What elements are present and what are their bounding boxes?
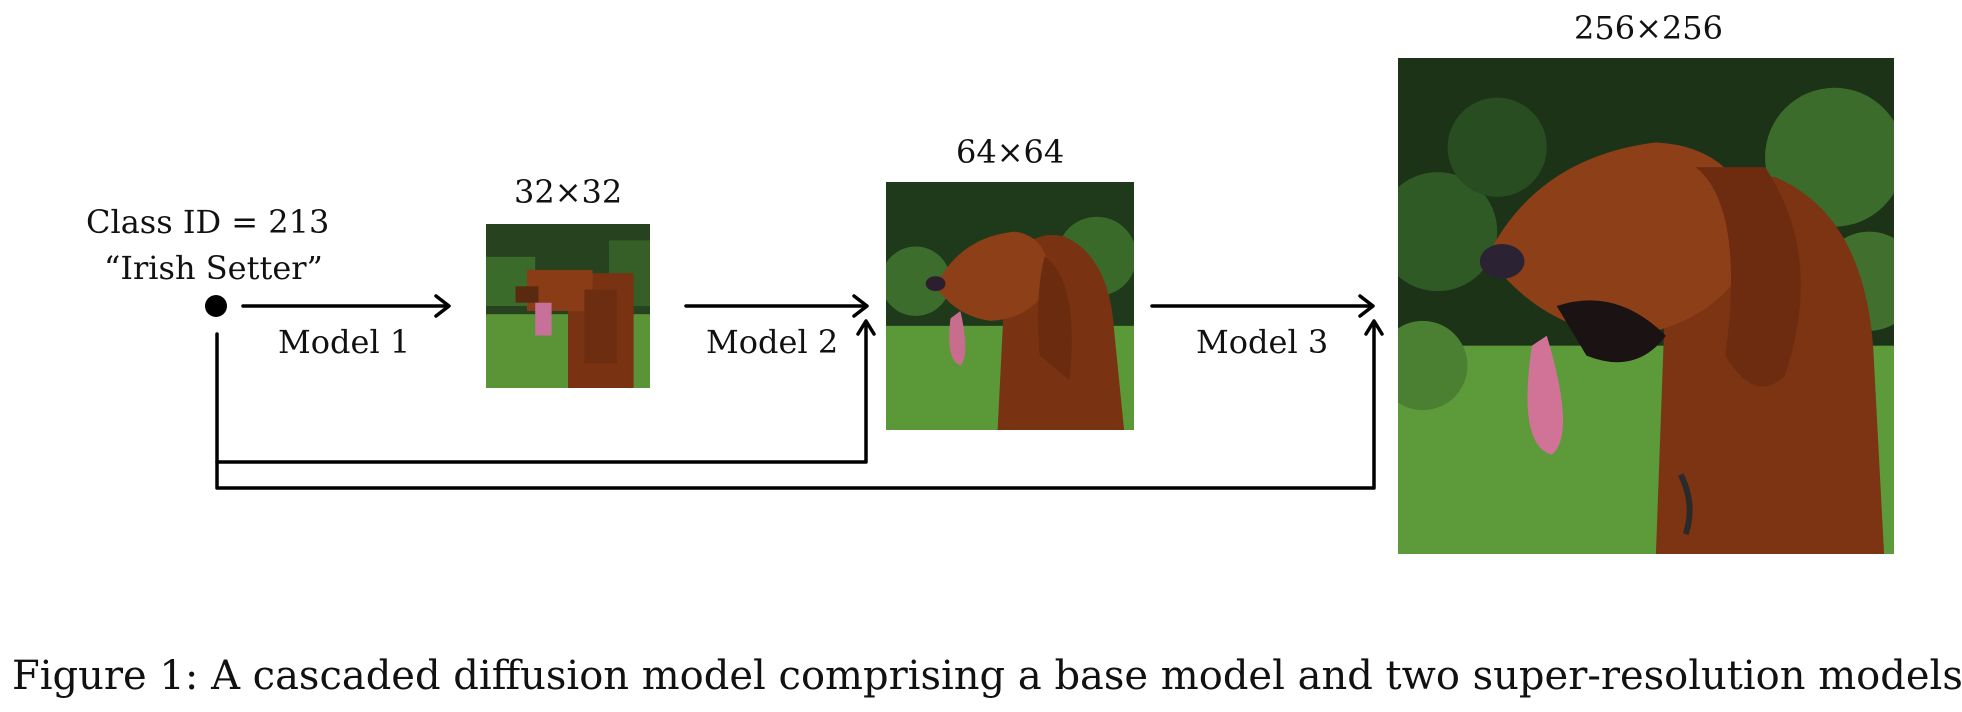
image-64x64 [886, 182, 1134, 430]
model-2-label: Model 2 [706, 323, 839, 361]
dog-image-midres [886, 182, 1134, 430]
input-node-dot [205, 295, 227, 317]
arrowhead-model-2 [852, 294, 869, 318]
class-name-label: “Irish Setter” [104, 249, 323, 287]
arrowhead-model-3 [1358, 294, 1375, 318]
conditioning-arrowhead-model-2 [856, 319, 876, 336]
conditioning-line-to-model-3 [215, 320, 1376, 490]
class-id-label: Class ID = 213 [86, 203, 330, 241]
model-1-label: Model 1 [278, 323, 411, 361]
size-label-256: 256×256 [1574, 9, 1723, 47]
conditioning-line-to-model-2 [215, 320, 868, 464]
model-3-label: Model 3 [1196, 323, 1329, 361]
figure-caption: Figure 1: A cascaded diffusion model com… [12, 653, 1962, 699]
conditioning-arrowhead-model-3 [1364, 319, 1384, 336]
size-label-32: 32×32 [514, 173, 623, 211]
image-32x32 [486, 224, 650, 388]
image-256x256 [1398, 58, 1894, 554]
dog-image-lowres [486, 224, 650, 388]
arrowhead-model-1 [434, 294, 451, 318]
size-label-64: 64×64 [956, 133, 1065, 171]
dog-image-highres [1398, 58, 1894, 554]
